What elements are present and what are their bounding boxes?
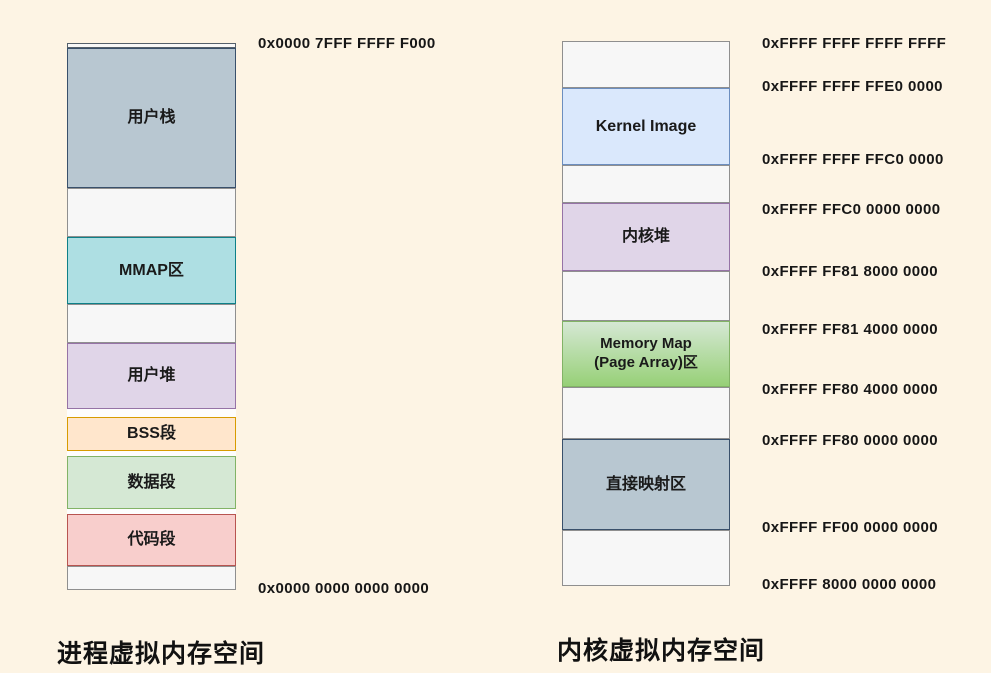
address-label: 0xFFFF FF80 0000 0000 [762, 432, 938, 449]
address-label: 0xFFFF FFFF FFC0 0000 [762, 151, 944, 168]
empty-segment [562, 530, 730, 586]
segment-memory-map: Memory Map (Page Array)区 [562, 321, 730, 387]
segment-bss: BSS段 [67, 417, 236, 451]
address-label: 0xFFFF FF80 4000 0000 [762, 381, 938, 398]
empty-segment [67, 566, 236, 590]
address-label: 0xFFFF FFFF FFE0 0000 [762, 78, 943, 95]
address-label: 0xFFFF FFC0 0000 0000 [762, 201, 941, 218]
segment-kernel-heap: 内核堆 [562, 203, 730, 271]
empty-segment [562, 387, 730, 439]
empty-segment [562, 271, 730, 321]
address-label: 0xFFFF FF81 4000 0000 [762, 321, 938, 338]
empty-segment [562, 165, 730, 203]
process-memory-column: 用户栈 MMAP区 用户堆 BSS段 数据段 代码段 [67, 43, 236, 590]
address-label: 0xFFFF FF81 8000 0000 [762, 263, 938, 280]
segment-top-guard [67, 43, 236, 48]
segment-mmap: MMAP区 [67, 237, 236, 304]
address-label: 0xFFFF 8000 0000 0000 [762, 576, 937, 593]
address-label: 0xFFFF FF00 0000 0000 [762, 519, 938, 536]
segment-data: 数据段 [67, 456, 236, 509]
address-label: 0x0000 0000 0000 0000 [258, 580, 430, 597]
segment-kernel-image: Kernel Image [562, 88, 730, 165]
empty-segment [562, 41, 730, 88]
diagram-caption-process: 进程虚拟内存空间 [57, 640, 266, 668]
segment-direct-map: 直接映射区 [562, 439, 730, 530]
empty-segment [67, 188, 236, 237]
segment-user-heap: 用户堆 [67, 343, 236, 409]
segment-memory-map-line1: Memory Map [600, 335, 692, 353]
diagram-caption-kernel: 内核虚拟内存空间 [557, 637, 766, 665]
segment-divider [67, 409, 236, 417]
segment-memory-map-line2: (Page Array)区 [594, 354, 698, 371]
segment-divider [67, 451, 236, 456]
kernel-memory-column: Kernel Image 内核堆 Memory Map (Page Array)… [562, 41, 730, 586]
segment-user-stack: 用户栈 [67, 48, 236, 188]
segment-divider [67, 509, 236, 514]
address-label: 0xFFFF FFFF FFFF FFFF [762, 35, 947, 52]
address-label: 0x0000 7FFF FFFF F000 [258, 35, 436, 52]
empty-segment [67, 304, 236, 343]
segment-code: 代码段 [67, 514, 236, 566]
